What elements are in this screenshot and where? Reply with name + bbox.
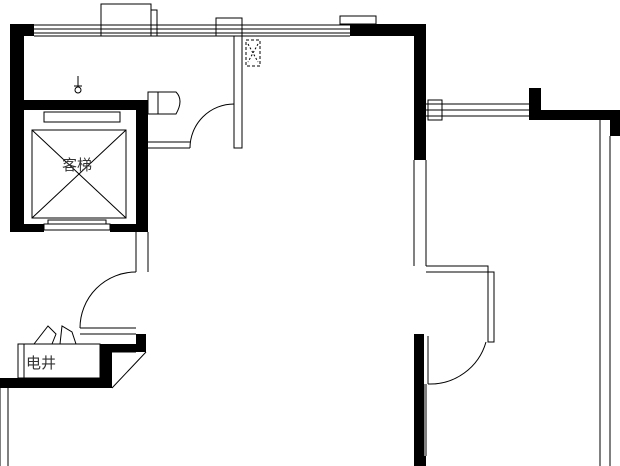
- elevator-door-sill: [43, 223, 111, 231]
- wall-shaft-right: [136, 100, 148, 232]
- wall-far-right-side: [610, 110, 620, 136]
- wall-shaft-bottom-left: [10, 224, 44, 232]
- top-bay-left-inner: [150, 9, 158, 37]
- wall-bottom-step: [100, 344, 112, 388]
- wall-bottom-post: [136, 334, 146, 352]
- wall-bottom-step-top: [100, 344, 146, 352]
- toilet-bowl: [157, 91, 181, 115]
- wall-left-upper: [10, 24, 24, 104]
- top-bay-mid: [215, 17, 243, 37]
- wall-top-right: [350, 24, 426, 36]
- toilet-tank: [147, 91, 159, 115]
- wall-shaft-bottom-right: [110, 224, 148, 232]
- wall-left-shaft: [10, 110, 24, 232]
- wall-bottom-right-post: [414, 456, 426, 466]
- room-label-elevator: 客梯: [62, 156, 92, 174]
- door-swing-right: [427, 341, 487, 385]
- partition-lines: [0, 3, 611, 466]
- top-bay-left: [100, 3, 152, 37]
- elevator-cab: [31, 129, 127, 219]
- elevator-counter-bar: [43, 111, 121, 123]
- top-bay-right: [339, 15, 377, 25]
- wall-mid-right-post: [414, 334, 424, 464]
- direction-arrow-icon: [10, 98, 18, 110]
- structural-walls: [0, 24, 620, 466]
- wall-far-right-top: [529, 110, 620, 120]
- closet-outline: [245, 39, 261, 67]
- fixture-circle: [74, 86, 82, 94]
- wall-shaft-top: [10, 100, 148, 110]
- wall-right-column: [414, 24, 426, 160]
- room-label-electric-shaft: 电井: [26, 354, 56, 372]
- door-swing-top: [189, 103, 235, 149]
- shaft-diagonal: [111, 351, 147, 389]
- wall-bottom-left: [0, 378, 112, 388]
- partition-wall-vertical: [233, 35, 243, 149]
- door-swing-left: [79, 271, 137, 329]
